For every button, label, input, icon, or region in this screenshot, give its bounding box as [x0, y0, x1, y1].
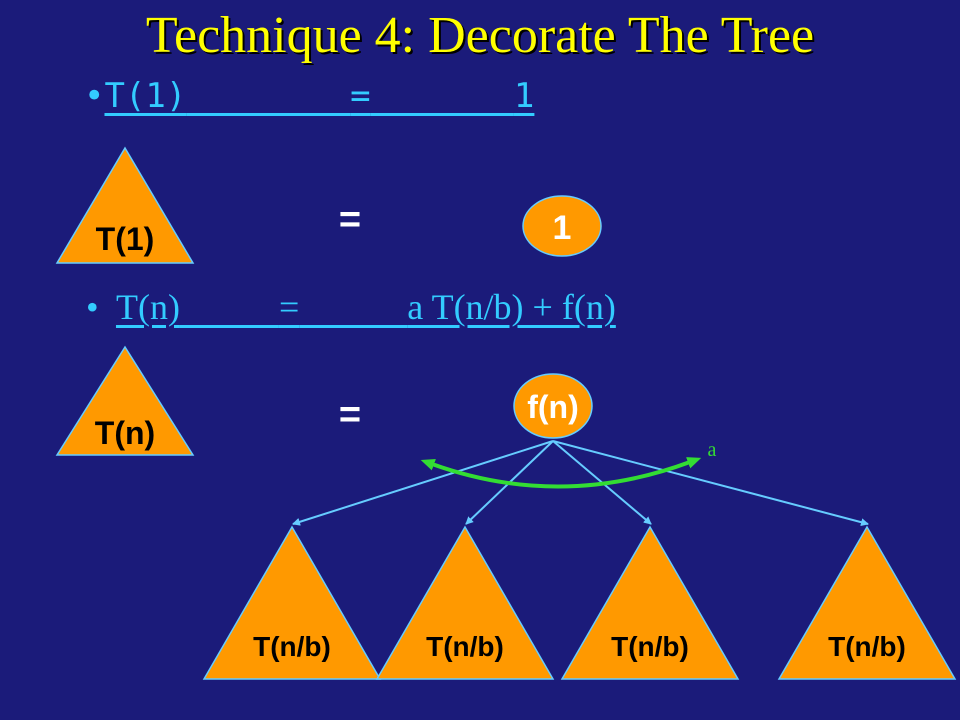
- child-triangle: [560, 525, 740, 680]
- bullet-icon: •: [86, 287, 99, 327]
- base-case-equals: =: [350, 76, 371, 116]
- edge-arrow: [552, 440, 869, 527]
- base-case-equals-sign: =: [339, 199, 361, 241]
- branching-arc: [420, 457, 702, 489]
- child-triangle: [202, 525, 382, 680]
- child-triangle-label: T(n/b): [611, 631, 689, 662]
- child-triangle: [375, 525, 555, 680]
- bullet-icon: •: [84, 76, 105, 116]
- base-case-lhs: T(1): [104, 76, 187, 116]
- recurrence-text: T(n) = a T(n/b) + f(n): [116, 287, 616, 327]
- base-case-equation: •T(1) = 1: [84, 76, 534, 116]
- slide-title: Technique 4: Decorate The Tree: [145, 7, 815, 64]
- child-triangle-label: T(n/b): [426, 631, 504, 662]
- child-triangle-label: T(n/b): [828, 631, 906, 662]
- recurrence-equals-sign: =: [339, 394, 361, 436]
- base-case-node-label: 1: [553, 209, 572, 247]
- root-node-label: f(n): [527, 389, 579, 425]
- recurrence-triangle: [55, 345, 195, 456]
- recurrence-equation: • T(n) = a T(n/b) + f(n): [86, 286, 616, 328]
- recurrence-lhs: T(n): [115, 287, 180, 327]
- root-node: [513, 373, 593, 439]
- base-case-triangle: [55, 146, 195, 264]
- recurrence-equals: =: [278, 287, 300, 327]
- base-case-triangle-label: T(1): [96, 221, 155, 257]
- recurrence-triangle-label: T(n): [95, 415, 155, 451]
- base-case-node: [522, 195, 602, 257]
- base-case-rhs: 1: [513, 76, 535, 116]
- child-triangle-label: T(n/b): [253, 631, 331, 662]
- edge-arrow: [292, 440, 554, 526]
- child-triangle: [777, 525, 957, 680]
- base-case-text: T(1) = 1: [104, 76, 534, 116]
- recurrence-rhs: a T(n/b) + f(n): [407, 287, 616, 327]
- branching-factor-label: a: [708, 439, 717, 461]
